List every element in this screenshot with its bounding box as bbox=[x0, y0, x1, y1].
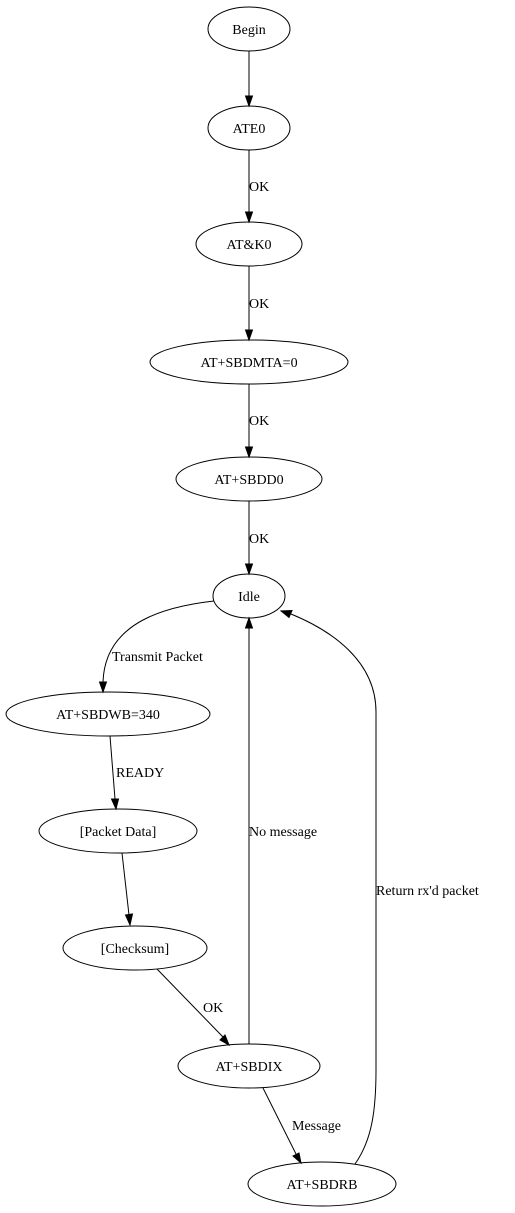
node-packet-data: [Packet Data] bbox=[38, 808, 198, 854]
node-atk0: AT&K0 bbox=[195, 221, 303, 267]
node-begin: Begin bbox=[207, 6, 291, 52]
node-checksum-label: [Checksum] bbox=[101, 942, 169, 957]
edge-ate0-to-atk0-label: OK bbox=[249, 180, 269, 195]
edge-checksum-to-sbdix: OK bbox=[156, 968, 230, 1047]
edge-sbdix-to-sbdrb-label: Message bbox=[292, 1119, 341, 1134]
edge-idle-to-sbdwb: Transmit Packet bbox=[98, 600, 215, 694]
edge-packet-to-checksum bbox=[121, 852, 134, 927]
edge-sbdd0-to-idle-label: OK bbox=[249, 532, 269, 547]
edge-sbdwb-to-packet-label: READY bbox=[116, 766, 164, 781]
node-sbdmta-label: AT+SBDMTA=0 bbox=[200, 356, 297, 371]
node-ate0-label: ATE0 bbox=[233, 122, 266, 137]
node-begin-label: Begin bbox=[232, 23, 265, 38]
edge-ate0-to-atk0: OK bbox=[244, 150, 269, 224]
edge-checksum-to-sbdix-label: OK bbox=[203, 1001, 223, 1016]
node-sbdd0: AT+SBDD0 bbox=[175, 456, 323, 502]
edge-sbdrb-to-idle: Return rx'd packet bbox=[279, 609, 479, 1165]
node-checksum: [Checksum] bbox=[62, 925, 208, 971]
node-idle-label: Idle bbox=[238, 590, 260, 605]
node-atk0-label: AT&K0 bbox=[226, 238, 271, 253]
edge-sbdrb-to-idle-label: Return rx'd packet bbox=[376, 884, 479, 899]
node-sbdwb: AT+SBDWB=340 bbox=[5, 691, 211, 737]
edge-sbdd0-to-idle: OK bbox=[244, 501, 269, 576]
edge-sbdmta-to-sbdd0: OK bbox=[244, 384, 269, 459]
node-sbdmta: AT+SBDMTA=0 bbox=[149, 339, 349, 385]
edge-sbdmta-to-sbdd0-label: OK bbox=[249, 414, 269, 429]
node-idle: Idle bbox=[212, 573, 286, 619]
edge-sbdix-to-sbdrb: Message bbox=[262, 1087, 341, 1165]
node-sbdrb: AT+SBDRB bbox=[247, 1161, 397, 1207]
edge-begin-to-ate0 bbox=[244, 51, 254, 108]
node-sbdix-label: AT+SBDIX bbox=[215, 1060, 282, 1075]
node-packet-data-label: [Packet Data] bbox=[80, 825, 157, 840]
edge-atk0-to-sbdmta-label: OK bbox=[249, 297, 269, 312]
edge-sbdwb-to-packet: READY bbox=[109, 735, 164, 811]
node-ate0: ATE0 bbox=[207, 105, 291, 151]
edge-atk0-to-sbdmta: OK bbox=[244, 266, 269, 342]
node-sbdrb-label: AT+SBDRB bbox=[287, 1178, 358, 1193]
node-sbdix: AT+SBDIX bbox=[177, 1043, 321, 1089]
node-sbdwb-label: AT+SBDWB=340 bbox=[56, 708, 160, 723]
edge-idle-to-sbdwb-label: Transmit Packet bbox=[112, 650, 203, 665]
edge-sbdix-to-idle-label: No message bbox=[249, 825, 317, 840]
node-sbdd0-label: AT+SBDD0 bbox=[214, 473, 283, 488]
edge-sbdix-to-idle: No message bbox=[244, 616, 317, 1044]
